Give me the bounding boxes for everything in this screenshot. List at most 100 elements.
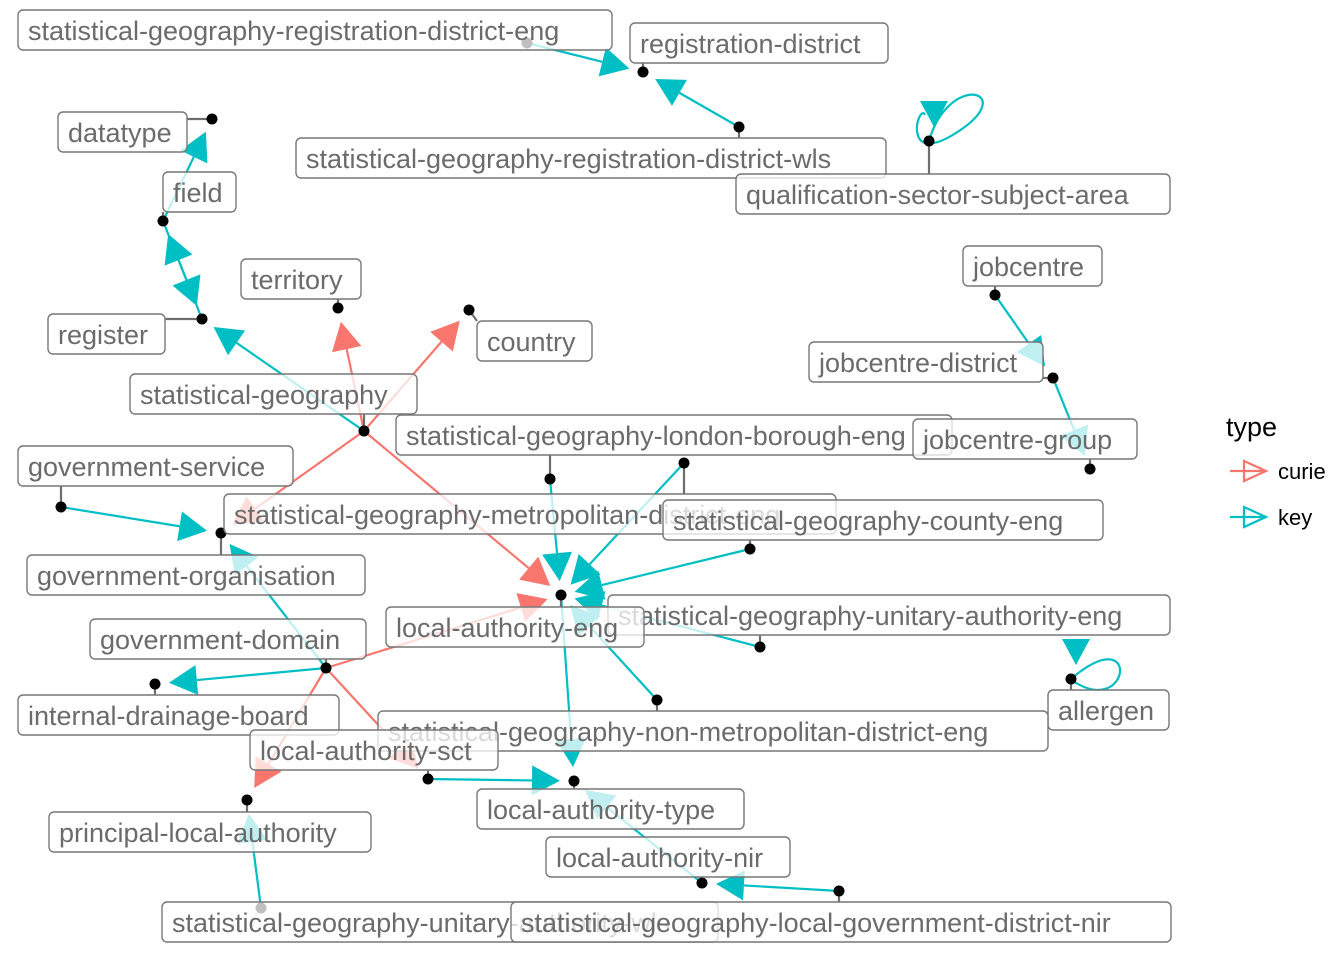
node-local-authority-eng[interactable]: local-authority-eng: [385, 606, 645, 648]
node-government-service[interactable]: government-service: [17, 445, 294, 487]
edge-line: [177, 259, 204, 320]
node-jobcentre-district[interactable]: jobcentre-district: [808, 341, 1044, 383]
node-label: jobcentre: [972, 252, 1084, 282]
node-label-box: [162, 171, 237, 213]
self-loop-line: [1070, 658, 1122, 691]
node-local-authority-type[interactable]: local-authority-type: [476, 788, 745, 830]
node-label: registration-district: [640, 29, 861, 59]
node-label: local-authority-type: [487, 795, 715, 825]
node-point-government-domain: [320, 662, 332, 674]
node-point-local-authority-type: [568, 775, 580, 787]
node-country[interactable]: country: [476, 320, 593, 362]
node-point-principal-local-authority: [241, 794, 253, 806]
node-point-statistical-geography-non-metropolitan-district-eng: [651, 694, 663, 706]
arrowhead: [519, 556, 551, 587]
edge-allergen-to-allergen: [1062, 639, 1122, 691]
node-label: internal-drainage-board: [28, 701, 309, 731]
node-government-organisation[interactable]: government-organisation: [26, 554, 366, 596]
node-government-domain[interactable]: government-domain: [89, 618, 367, 660]
node-label: government-organisation: [37, 561, 336, 591]
edge-register-to-field: [164, 234, 204, 320]
node-statistical-geography-registration-district-eng[interactable]: statistical-geography-registration-distr…: [17, 9, 613, 51]
node-principal-local-authority[interactable]: principal-local-authority: [48, 811, 372, 853]
arrowhead: [542, 551, 572, 582]
node-point-registration-district: [637, 66, 649, 78]
node-label: local-authority-nir: [556, 843, 763, 873]
node-label-box: [662, 499, 1104, 541]
node-local-authority-sct[interactable]: local-authority-sct: [249, 729, 499, 771]
node-territory[interactable]: territory: [240, 258, 362, 300]
node-point-datatype: [206, 113, 218, 125]
node-statistical-geography-london-borough-eng[interactable]: statistical-geography-london-borough-eng: [395, 414, 953, 456]
node-label-box: [629, 22, 889, 64]
arrowhead: [655, 78, 687, 106]
node-point-government-service: [55, 501, 67, 513]
node-statistical-geography[interactable]: statistical-geography: [129, 373, 418, 415]
node-label-box: [249, 729, 499, 771]
arrowhead: [574, 570, 606, 600]
node-local-authority-nir[interactable]: local-authority-nir: [545, 836, 791, 878]
legend-item-curie: curie: [1230, 459, 1326, 484]
node-label-box: [385, 606, 645, 648]
edge-statistical-geography-registration-district-wls-to-registration-district: [655, 78, 740, 128]
arrowhead: [164, 234, 193, 266]
node-point-jobcentre: [989, 289, 1001, 301]
arrowhead: [920, 101, 948, 127]
node-label: statistical-geography-local-government-d…: [521, 908, 1111, 938]
node-point-qualification-sector-subject-area: [923, 135, 935, 147]
node-internal-drainage-board[interactable]: internal-drainage-board: [17, 694, 340, 736]
node-label-box: [26, 554, 366, 596]
node-datatype[interactable]: datatype: [57, 111, 188, 153]
node-point-allergen: [1065, 673, 1077, 685]
node-label-box: [1047, 689, 1170, 731]
node-label-box: [240, 258, 362, 300]
arrowhead: [332, 321, 362, 353]
arrowhead: [180, 131, 208, 164]
node-point-register: [196, 313, 208, 325]
legend: type curie key: [1226, 412, 1326, 530]
node-point-local-authority-eng: [555, 589, 567, 601]
node-jobcentre-group[interactable]: jobcentre-group: [912, 418, 1138, 460]
node-label-box: [48, 811, 372, 853]
node-statistical-geography-unitary-authority-eng[interactable]: statistical-geography-unitary-authority-…: [607, 594, 1171, 636]
node-point-statistical-geography-registration-district-wls: [733, 121, 745, 133]
edge-line: [196, 666, 327, 682]
node-label-box: [476, 320, 593, 362]
node-point-internal-drainage-board: [149, 678, 161, 690]
node-label-box: [17, 694, 340, 736]
node-label-box: [17, 445, 294, 487]
node-label: territory: [251, 265, 343, 295]
node-label-box: [129, 373, 418, 415]
legend-item-key: key: [1230, 505, 1312, 530]
node-point-local-authority-sct: [422, 773, 434, 785]
node-label-box: [962, 245, 1103, 287]
node-qualification-sector-subject-area[interactable]: qualification-sector-subject-area: [735, 173, 1171, 215]
edge-line: [994, 294, 1030, 345]
node-label: country: [487, 327, 576, 357]
node-register[interactable]: register: [47, 313, 166, 355]
node-point-jobcentre-district: [1047, 372, 1059, 384]
node-statistical-geography-registration-district-wls[interactable]: statistical-geography-registration-distr…: [295, 137, 887, 179]
node-statistical-geography-local-government-district-nir[interactable]: statistical-geography-local-government-d…: [510, 901, 1172, 943]
node-registration-district[interactable]: registration-district: [629, 22, 889, 64]
node-point-statistical-geography: [358, 425, 370, 437]
node-field[interactable]: field: [162, 171, 237, 213]
edge-line: [251, 841, 263, 909]
node-label: government-service: [28, 452, 265, 482]
node-label-box: [912, 418, 1138, 460]
legend-key-curie-arrow: [1242, 459, 1269, 483]
node-label: statistical-geography-registration-distr…: [306, 144, 831, 174]
arrowhead: [715, 870, 745, 901]
node-label: allergen: [1058, 696, 1154, 726]
node-label-box: [89, 618, 367, 660]
node-point-statistical-geography-metropolitan-district-eng: [678, 457, 690, 469]
node-point-territory: [332, 302, 344, 314]
arrowhead: [531, 765, 561, 796]
node-statistical-geography-county-eng[interactable]: statistical-geography-county-eng: [662, 499, 1104, 541]
node-label: field: [173, 178, 223, 208]
node-jobcentre[interactable]: jobcentre: [962, 245, 1103, 287]
node-allergen[interactable]: allergen: [1047, 689, 1170, 731]
edge-local-authority-sct-to-local-authority-type: [427, 765, 561, 796]
node-point-statistical-geography-london-borough-eng: [544, 473, 556, 485]
